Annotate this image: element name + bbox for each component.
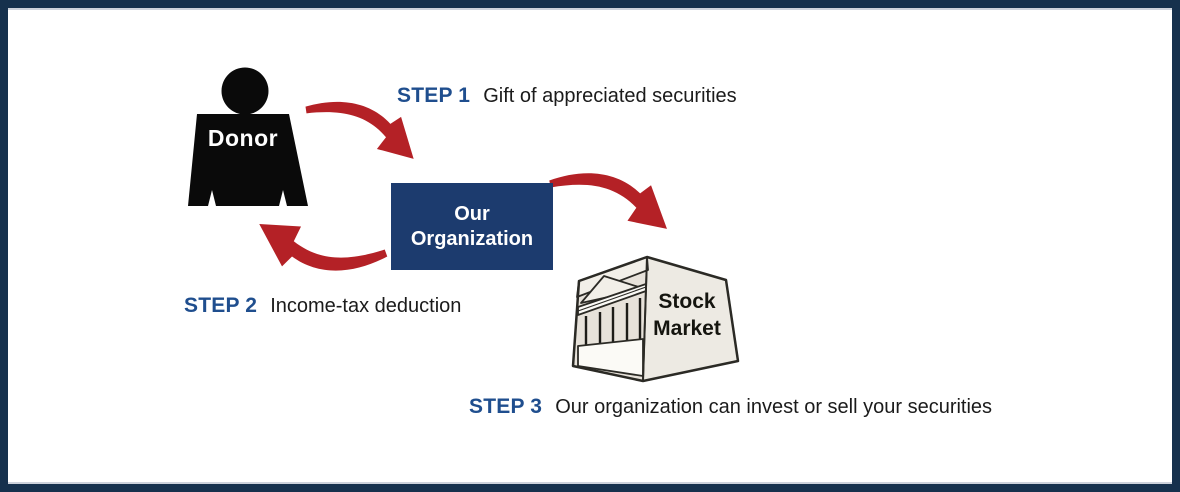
step-2-text: Income-tax deduction: [270, 295, 462, 317]
step-1-row: STEP 1 Gift of appreciated securities: [397, 84, 737, 108]
step-3-row: STEP 3 Our organization can invest or se…: [469, 395, 992, 419]
stock-market-label: Stock Market: [653, 290, 721, 340]
step-2-row: STEP 2 Income-tax deduction: [184, 294, 461, 318]
step-1-text: Gift of appreciated securities: [483, 85, 737, 107]
curved-arrow-icon-org-to-market: [544, 160, 677, 231]
building-columns: [584, 298, 642, 348]
organization-box: Our Organization: [391, 183, 553, 270]
step-1-label: STEP 1: [397, 84, 471, 107]
step-2-label: STEP 2: [184, 294, 258, 317]
curved-arrow-icon-org-to-donor: [254, 221, 390, 279]
building-cornice-line: [577, 286, 647, 312]
stock-market-building-icon: [571, 255, 740, 383]
building-outline: [571, 255, 740, 383]
building-base: [577, 338, 644, 377]
donor-body-shape: [188, 114, 308, 206]
donor-head-shape: [221, 67, 269, 115]
step-3-text: Our organization can invest or sell your…: [555, 396, 993, 418]
donor-label: Donor: [207, 125, 279, 151]
donor-silhouette-icon: [188, 67, 308, 206]
building-front-edge: [642, 256, 648, 382]
organization-label: Our Organization: [410, 202, 534, 250]
step-3-label: STEP 3: [469, 395, 543, 418]
